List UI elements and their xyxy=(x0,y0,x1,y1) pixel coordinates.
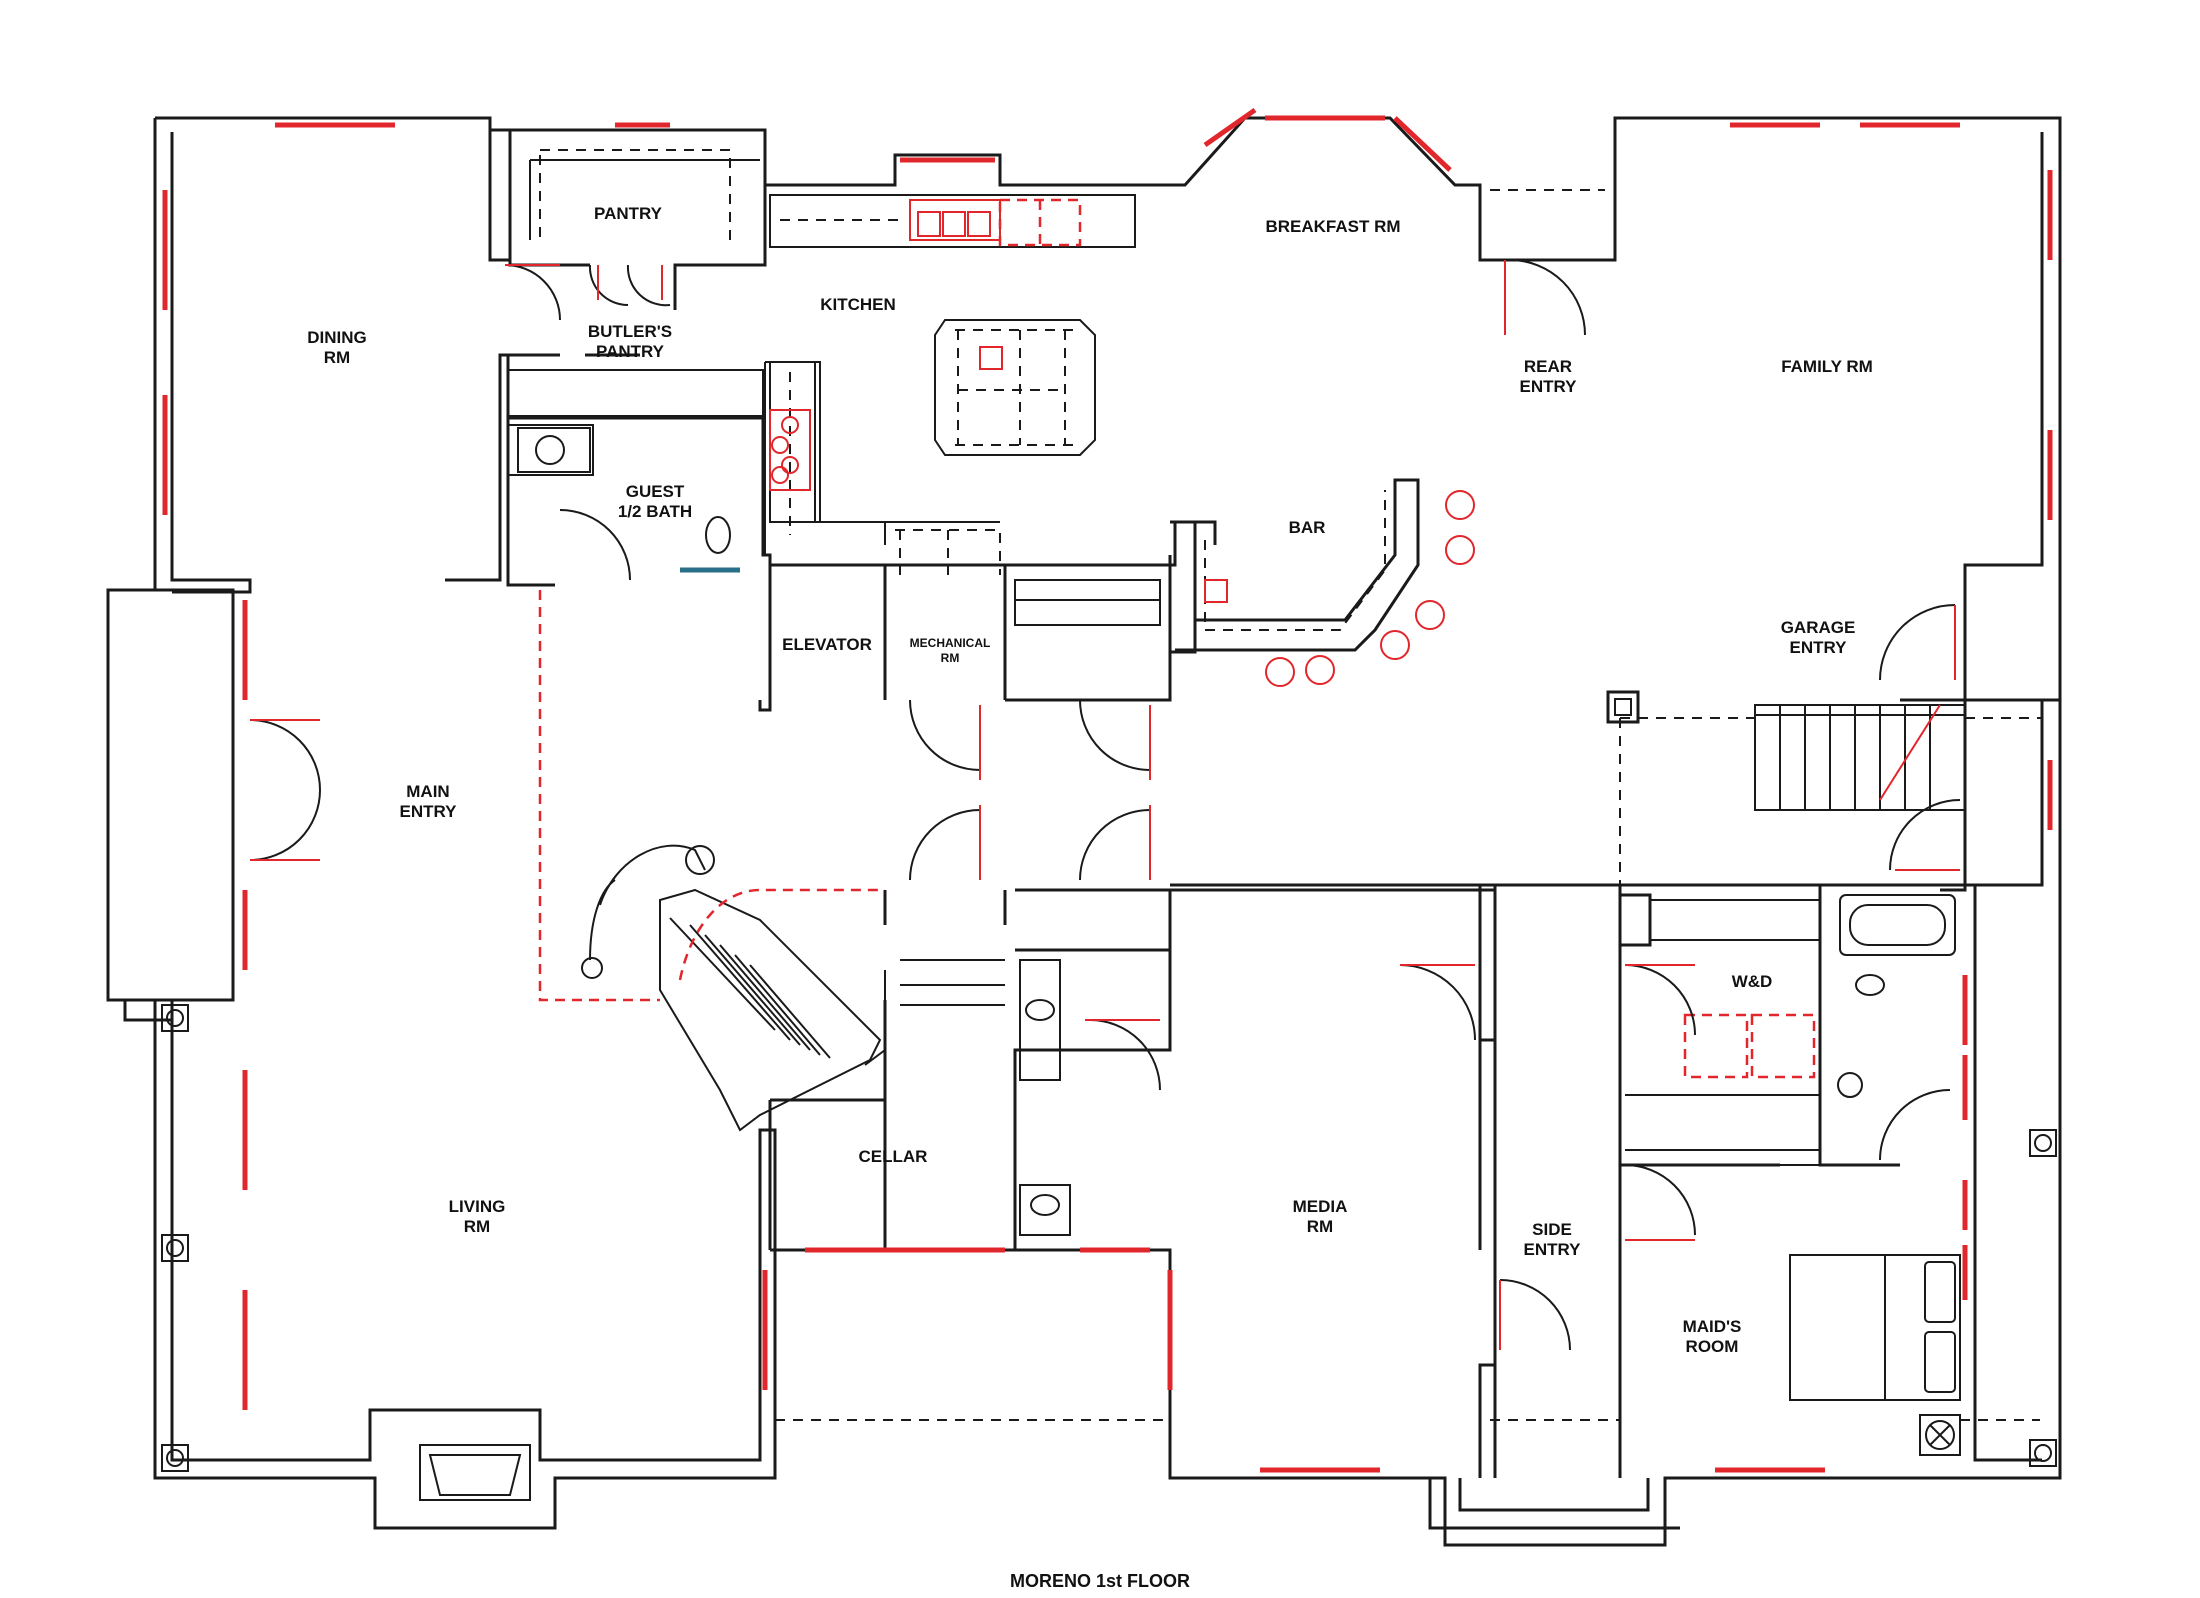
label-rear-entry-2: ENTRY xyxy=(1520,377,1578,396)
label-butlers-2: PANTRY xyxy=(596,342,665,361)
label-guest-1: GUEST xyxy=(626,482,685,501)
label-cellar: CELLAR xyxy=(859,1147,928,1166)
label-family-rm: FAMILY RM xyxy=(1781,357,1873,376)
label-mechanical-1: MECHANICAL xyxy=(910,636,991,650)
windows xyxy=(162,107,2053,1473)
label-living-2: RM xyxy=(464,1217,490,1236)
label-side-entry-2: ENTRY xyxy=(1524,1240,1582,1259)
label-kitchen: KITCHEN xyxy=(820,295,896,314)
label-side-entry-1: SIDE xyxy=(1532,1220,1572,1239)
label-guest-2: 1/2 BATH xyxy=(618,502,692,521)
exterior-walls xyxy=(106,116,2062,1547)
label-media-2: RM xyxy=(1307,1217,1333,1236)
label-rear-entry-1: REAR xyxy=(1524,357,1572,376)
label-pantry: PANTRY xyxy=(594,204,663,223)
label-main-entry-2: ENTRY xyxy=(400,802,458,821)
label-bar: BAR xyxy=(1289,518,1326,537)
label-breakfast-rm: BREAKFAST RM xyxy=(1265,217,1400,236)
label-garage-entry-2: ENTRY xyxy=(1790,638,1848,657)
label-media-1: MEDIA xyxy=(1293,1197,1348,1216)
drawing-title: MORENO 1st FLOOR xyxy=(1010,1571,1190,1591)
label-mechanical-2: RM xyxy=(941,651,960,665)
label-maids-2: ROOM xyxy=(1686,1337,1739,1356)
fixtures xyxy=(161,427,2057,1501)
doors xyxy=(249,259,1961,1351)
label-garage-entry-1: GARAGE xyxy=(1781,618,1856,637)
label-elevator: ELEVATOR xyxy=(782,635,872,654)
label-butlers-1: BUTLER'S xyxy=(588,322,672,341)
label-dining-1: DINING xyxy=(307,328,367,347)
label-wd: W&D xyxy=(1732,972,1773,991)
interior-walls xyxy=(172,128,2044,1478)
label-dining-2: RM xyxy=(324,348,350,367)
label-main-entry-1: MAIN xyxy=(406,782,449,801)
label-maids-1: MAID'S xyxy=(1683,1317,1742,1336)
room-labels: PANTRY BREAKFAST RM KITCHEN DINING RM BU… xyxy=(307,204,1873,1356)
label-living-1: LIVING xyxy=(449,1197,506,1216)
